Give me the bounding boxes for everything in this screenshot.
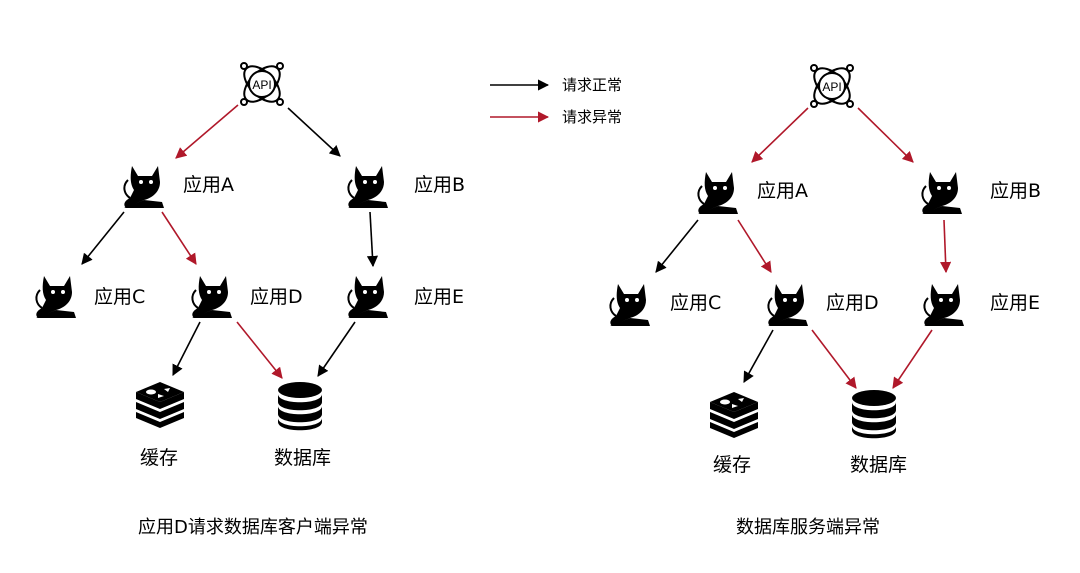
right-app-c-icon — [609, 283, 651, 327]
right-db-icon — [852, 390, 896, 439]
left-edge-api-b — [287, 107, 341, 157]
legend-normal-label: 请求正常 — [562, 76, 623, 94]
left-db-icon — [278, 382, 322, 431]
left-cache-icon — [136, 382, 184, 428]
right-edge-b-e — [940, 219, 952, 274]
left-edge-d-db — [236, 321, 283, 379]
right-app-e-icon — [923, 283, 965, 327]
right-app-b-label: 应用B — [990, 180, 1042, 202]
right-edge-api-a — [751, 107, 809, 163]
left-edge-d-cache — [172, 321, 201, 376]
right-app-e-label: 应用E — [990, 292, 1041, 314]
legend-error-label: 请求异常 — [562, 108, 623, 126]
left-api-text: API — [252, 78, 271, 92]
right-edge-d-db — [811, 329, 857, 389]
right-app-a-label: 应用A — [757, 180, 808, 202]
right-edge-api-b — [857, 107, 914, 163]
right-api-text: API — [822, 80, 841, 94]
right-cache-label: 缓存 — [713, 454, 752, 476]
right-app-a-icon — [697, 171, 739, 215]
left-app-c-label: 应用C — [94, 286, 146, 308]
right-caption: 数据库服务端异常 — [736, 517, 880, 538]
left-cache-label: 缓存 — [140, 447, 179, 469]
right-edge-d-cache — [743, 329, 774, 383]
left-app-b-icon — [347, 165, 389, 209]
right-app-d-label: 应用D — [826, 292, 879, 314]
left-db-label: 数据库 — [274, 447, 332, 469]
left-edge-api-a — [175, 104, 239, 159]
right-edge-a-d — [737, 219, 772, 273]
left-edge-e-db — [317, 321, 356, 377]
left-caption: 应用D请求数据库客户端异常 — [138, 517, 368, 538]
left-app-b-label: 应用B — [414, 174, 466, 196]
left-app-d-icon — [191, 275, 233, 319]
left-app-a-label: 应用A — [183, 174, 234, 196]
left-edge-a-c — [81, 211, 125, 265]
left-app-e-label: 应用E — [414, 286, 465, 308]
right-db-label: 数据库 — [850, 454, 908, 476]
left-edge-b-e — [366, 211, 379, 268]
left-edge-a-d — [161, 211, 197, 265]
left-app-c-icon — [35, 275, 77, 319]
right-app-c-label: 应用C — [670, 292, 722, 314]
left-app-e-icon — [347, 275, 389, 319]
left-app-d-label: 应用D — [250, 286, 303, 308]
right-cache-icon — [710, 392, 758, 438]
right-app-b-icon — [921, 171, 963, 215]
left-app-a-icon — [123, 165, 165, 209]
right-app-d-icon — [767, 283, 809, 327]
right-edge-a-c — [655, 219, 699, 273]
right-edge-e-db — [892, 329, 933, 389]
